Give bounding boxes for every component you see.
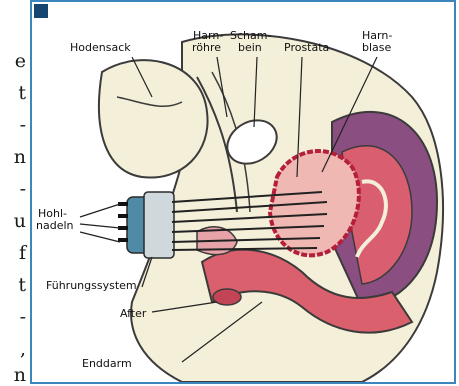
label-hodensack: Hodensack [70,42,131,54]
edge-char: , [20,338,26,360]
illustration-frame: Hodensack Harn- röhre Scham- bein Prosta… [30,0,456,384]
label-prostata: Prostata [284,42,329,54]
label-harnblase-line2: blase [362,42,391,54]
label-hohlnadeln-line2: nadeln [36,220,74,232]
edge-char: e [15,50,26,72]
edge-char: - [20,178,26,200]
label-enddarm: Enddarm [82,358,132,370]
edge-char: f [19,242,26,264]
edge-char: - [20,306,26,328]
edge-char: n [14,146,26,168]
leader-hohlnadeln-2 [80,224,120,228]
label-schambein-line2: bein [238,42,262,54]
leader-hohlnadeln-1 [80,204,120,217]
edge-char: t [18,82,26,104]
label-harnroehre-line2: röhre [192,42,221,54]
device-grip [144,192,174,258]
edge-char: n [14,364,26,386]
anus [213,289,241,305]
edge-char: - [20,114,26,136]
label-fuehrungssystem: Führungssystem [46,280,137,292]
edge-char: u [14,210,26,232]
anatomy-illustration [32,2,454,382]
leader-hohlnadeln-3 [80,232,120,242]
label-after: After [120,308,146,320]
scrotum [99,60,208,177]
edge-char: t [18,274,26,296]
